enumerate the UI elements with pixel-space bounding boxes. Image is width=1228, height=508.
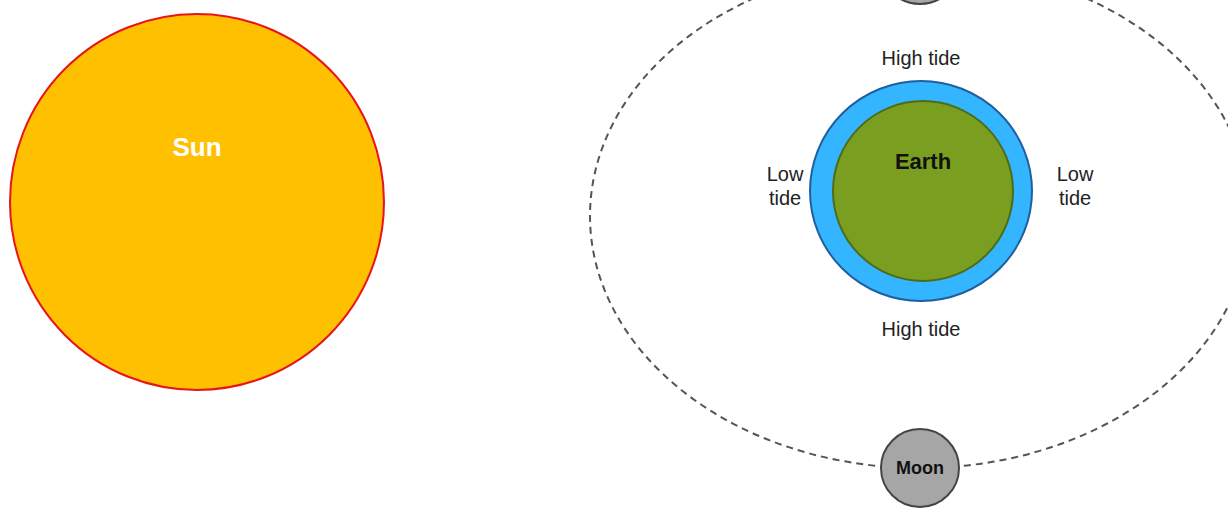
tide-label: High tide	[882, 317, 961, 341]
tide-label: High tide	[882, 46, 961, 70]
sun-circle-outline	[10, 14, 384, 390]
ocean-bulge	[810, 81, 1032, 301]
node-label: Moon	[880, 457, 960, 479]
sun-circle: Sun	[10, 14, 384, 390]
earth-circle: Earth	[833, 101, 1013, 281]
tide-label: Low tide	[755, 162, 815, 210]
node-label: Earth	[833, 149, 1013, 175]
earth-circle-fill	[833, 101, 1013, 281]
moon-circle-fill	[881, 429, 959, 507]
tide-label: Low tide	[1045, 162, 1105, 210]
node-label: Sun	[10, 132, 384, 163]
moon-orbit	[590, 0, 1228, 468]
earth-circle-outline	[833, 101, 1013, 281]
sun-circle-fill	[10, 14, 384, 390]
moon-circle: Moon	[880, 428, 960, 508]
moon-top	[880, 0, 960, 4]
